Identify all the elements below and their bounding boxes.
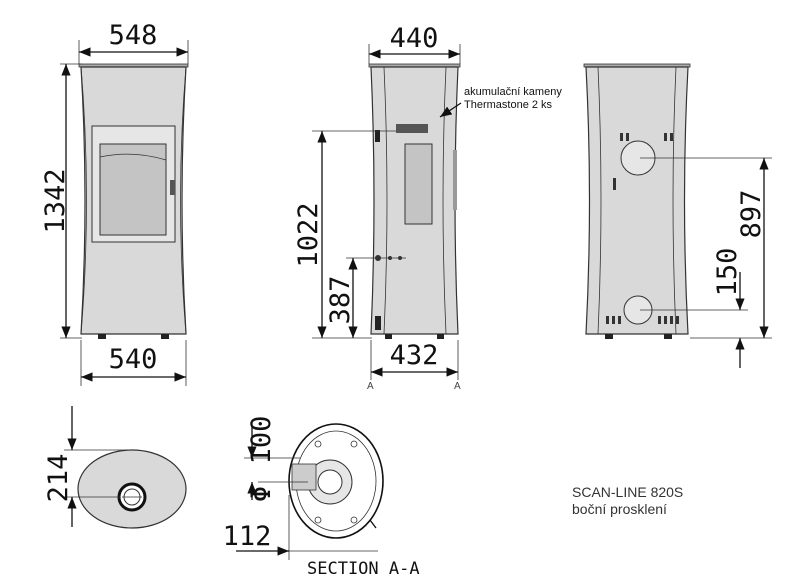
dim-section-diameter: Φ bbox=[246, 486, 277, 502]
section-marker-left: A bbox=[367, 381, 374, 392]
dim-section-top-offset: 100 bbox=[246, 416, 277, 465]
dim-side-connector-height: 387 bbox=[325, 276, 356, 325]
dim-top-depth: 214 bbox=[43, 454, 74, 503]
dim-front-width-bottom: 540 bbox=[109, 344, 158, 375]
side-view: akumulační kameny Thermastone 2 ks 440 1… bbox=[293, 23, 562, 392]
annotation-line2: Thermastone 2 ks bbox=[464, 99, 553, 111]
dim-rear-lower-outlet: 150 bbox=[712, 248, 743, 297]
caption: SCAN-LINE 820S boční prosklení bbox=[572, 484, 683, 517]
annotation-line1: akumulační kameny bbox=[464, 86, 562, 98]
side-glass bbox=[404, 143, 433, 225]
front-view: 548 1342 540 bbox=[40, 20, 189, 386]
front-glass bbox=[99, 143, 167, 236]
rear-body bbox=[585, 66, 689, 335]
caption-model: SCAN-LINE 820S bbox=[572, 484, 683, 500]
rear-view: 897 150 bbox=[583, 63, 772, 368]
section-view: 100 Φ 112 SECTION A-A bbox=[223, 416, 420, 579]
thermastone-stones bbox=[396, 124, 428, 133]
section-label: SECTION A-A bbox=[307, 559, 420, 579]
door-handle bbox=[170, 180, 175, 195]
dim-section-side-offset: 112 bbox=[223, 521, 272, 552]
top-view: 214 bbox=[43, 406, 187, 529]
dim-side-width-bottom: 432 bbox=[390, 340, 439, 371]
dim-side-width-top: 440 bbox=[390, 23, 439, 54]
dim-front-height: 1342 bbox=[40, 168, 71, 233]
dim-side-height: 1022 bbox=[293, 202, 324, 267]
dim-rear-upper-outlet: 897 bbox=[736, 190, 767, 239]
dim-front-width-top: 548 bbox=[109, 20, 158, 51]
section-marker-right: A bbox=[454, 381, 461, 392]
caption-variant: boční prosklení bbox=[572, 501, 667, 517]
